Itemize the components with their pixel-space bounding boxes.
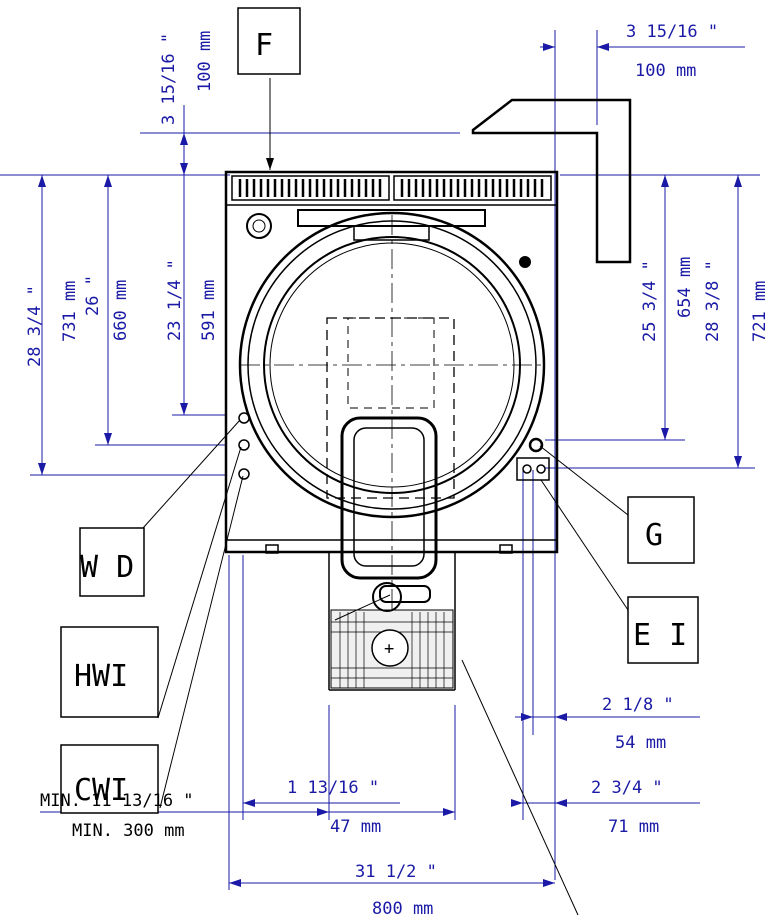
label-F-box: F bbox=[237, 7, 301, 75]
svg-text:HWI: HWI bbox=[74, 659, 128, 694]
dim-left-total-mm: 731 mm bbox=[60, 281, 80, 342]
svg-text:W D: W D bbox=[80, 550, 134, 585]
svg-text:+: + bbox=[384, 639, 394, 659]
label-CWI-box: CWI bbox=[60, 744, 159, 814]
svg-text:CWI: CWI bbox=[74, 773, 128, 808]
dim-left-mid-mm: 660 mm bbox=[111, 280, 131, 341]
dim-right-offset2-mm: 71 mm bbox=[608, 817, 659, 837]
dim-width-in: 31 1/2 " bbox=[355, 862, 437, 882]
svg-text:F: F bbox=[255, 28, 273, 63]
dim-right-top-mm: 100 mm bbox=[635, 61, 696, 81]
dim-top-mm: 100 mm bbox=[195, 31, 215, 92]
dim-right-offset1-in: 2 1/8 " bbox=[602, 695, 674, 715]
label-HWI-box: HWI bbox=[60, 626, 159, 718]
dim-left-inner-in: 23 1/4 " bbox=[165, 259, 185, 341]
dim-right-inner-in: 25 3/4 " bbox=[640, 260, 660, 342]
label-EI-box: E I bbox=[627, 596, 699, 664]
svg-text:E I: E I bbox=[633, 618, 687, 653]
machine-body bbox=[224, 170, 559, 610]
dim-right-offset1-mm: 54 mm bbox=[615, 733, 666, 753]
exhaust-hood-outline bbox=[471, 98, 632, 264]
dim-left-mid-in: 26 " bbox=[83, 275, 103, 316]
leader-lines bbox=[142, 78, 629, 916]
svg-text:G: G bbox=[645, 518, 663, 553]
dim-right-offset2-in: 2 3/4 " bbox=[591, 778, 663, 798]
dim-right-inner-mm: 654 mm bbox=[675, 257, 695, 318]
dim-min-in: MIN. 11 13/16 " bbox=[40, 791, 194, 811]
dimension-arrowheads bbox=[38, 43, 742, 887]
dim-top-in: 3 15/16 " bbox=[159, 33, 179, 125]
dim-center-in: 1 13/16 " bbox=[287, 778, 379, 798]
dim-right-total-in: 28 3/8 " bbox=[703, 260, 723, 342]
dim-min-mm: MIN. 300 mm bbox=[72, 821, 185, 841]
dim-center-mm: 47 mm bbox=[330, 817, 381, 837]
dim-width-mm: 800 mm bbox=[372, 899, 433, 919]
label-G-box: G bbox=[627, 496, 695, 564]
dimension-labels: 3 15/16 " 100 mm 3 15/16 " 100 mm 28 3/4… bbox=[25, 22, 770, 919]
dim-right-top-in: 3 15/16 " bbox=[626, 22, 718, 42]
dim-left-inner-mm: 591 mm bbox=[199, 280, 219, 341]
dim-right-total-mm: 721 mm bbox=[750, 281, 770, 342]
dim-left-total-in: 28 3/4 " bbox=[25, 285, 45, 367]
drain-pit: + bbox=[328, 552, 456, 691]
label-WD-box: W D bbox=[79, 527, 145, 597]
